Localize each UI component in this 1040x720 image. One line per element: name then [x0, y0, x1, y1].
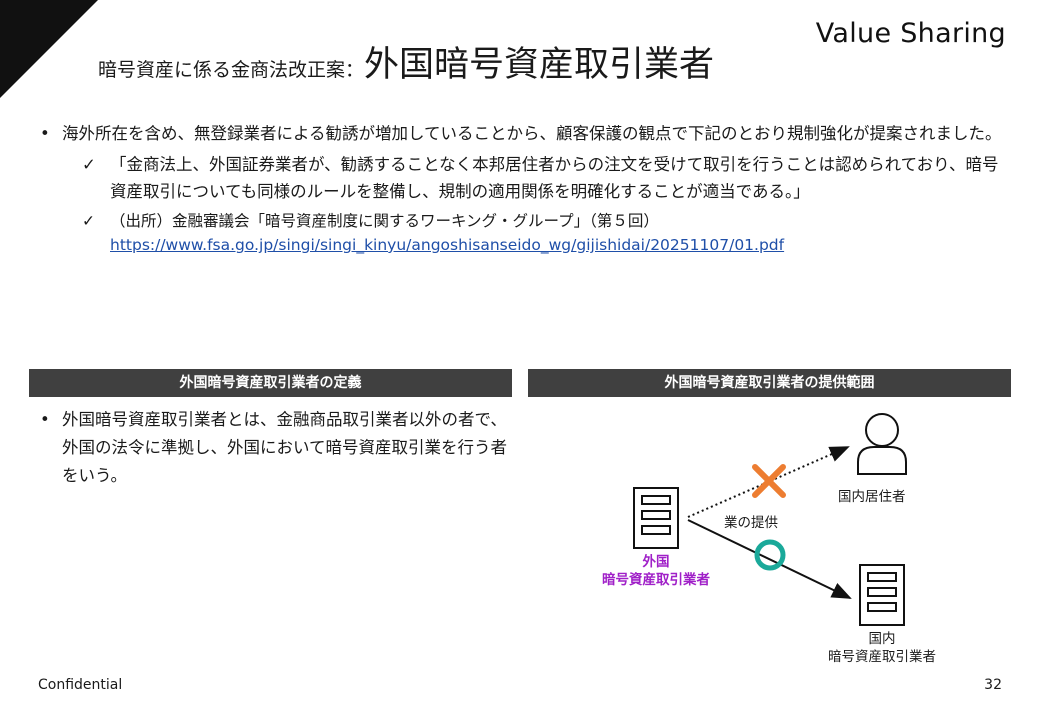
brand-logo-text: Value Sharing	[815, 18, 1006, 49]
source-link[interactable]: https://www.fsa.go.jp/singi/singi_kinyu/…	[110, 236, 785, 254]
bullet-quote: ✓ 「金商法上、外国証券業者が、勧誘することなく本邦居住者からの注文を受けて取引…	[40, 151, 1015, 205]
domestic-label-line1: 国内	[868, 631, 896, 647]
cross-icon	[752, 464, 786, 498]
bullet-list: 海外所在を含め、無登録業者による勧誘が増加していることから、顧客保護の観点で下記…	[40, 120, 1015, 257]
page-number: 32	[984, 677, 1002, 693]
title-prefix: 暗号資産に係る金商法改正案：	[98, 59, 365, 81]
page-title: 暗号資産に係る金商法改正案：外国暗号資産取引業者	[98, 36, 714, 87]
domestic-business-label: 国内 暗号資産取引業者	[802, 630, 962, 666]
foreign-business-label: 外国 暗号資産取引業者	[580, 553, 732, 589]
bullet-source: ✓ （出所）金融審議会「暗号資産制度に関するワーキング・グループ」（第５回） h…	[40, 209, 1015, 257]
domestic-label-line2: 暗号資産取引業者	[828, 649, 936, 665]
check-icon: ✓	[82, 155, 96, 174]
solid-arrow	[687, 519, 852, 599]
confidential-label: Confidential	[38, 677, 123, 693]
resident-label: 国内居住者	[838, 489, 906, 505]
check-icon: ✓	[82, 212, 95, 230]
corner-triangle	[0, 0, 98, 98]
source-text: （出所）金融審議会「暗号資産制度に関するワーキング・グループ」（第５回）	[110, 212, 659, 230]
service-label: 業の提供	[724, 515, 778, 531]
domestic-business-icon	[859, 564, 905, 626]
quote-text: 「金商法上、外国証券業者が、勧誘することなく本邦居住者からの注文を受けて取引を行…	[110, 155, 999, 201]
bullet-main: 海外所在を含め、無登録業者による勧誘が増加していることから、顧客保護の観点で下記…	[40, 120, 1015, 147]
foreign-label-line2: 暗号資産取引業者	[602, 572, 710, 588]
scope-header: 外国暗号資産取引業者の提供範囲	[528, 369, 1011, 397]
title-main: 外国暗号資産取引業者	[364, 45, 715, 85]
definition-text: 外国暗号資産取引業者とは、金融商品取引業者以外の者で、外国の法令に準拠し、外国に…	[40, 406, 510, 490]
circle-icon	[754, 539, 786, 571]
dotted-arrow	[687, 446, 850, 518]
definition-header: 外国暗号資産取引業者の定義	[29, 369, 512, 397]
foreign-business-icon	[633, 487, 679, 549]
foreign-label-line1: 外国	[642, 554, 670, 570]
person-icon	[857, 413, 907, 475]
